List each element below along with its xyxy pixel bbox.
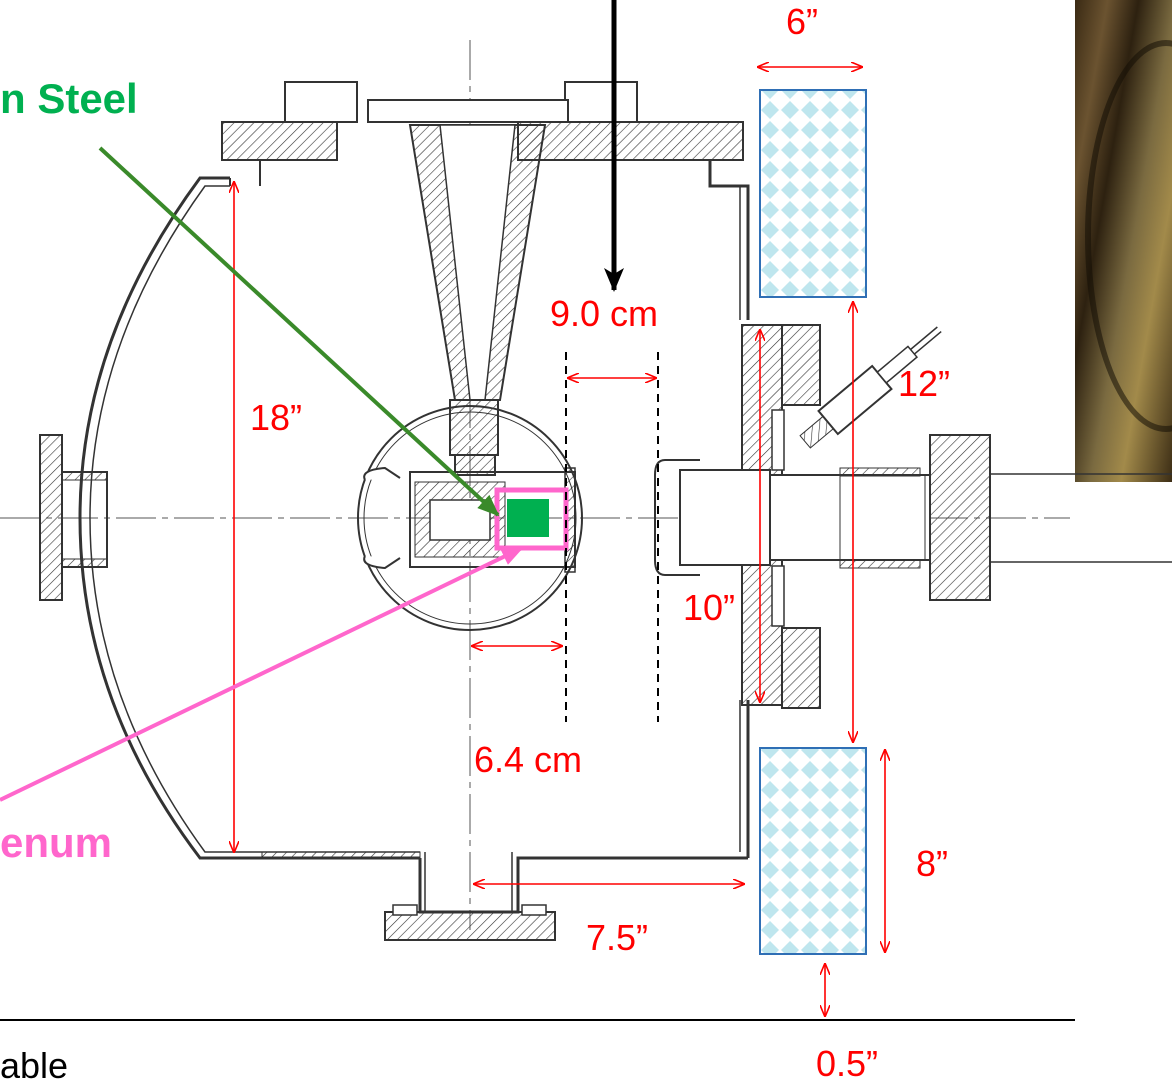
top-flange-left: [221, 121, 338, 161]
dim-label-7-5in: 7.5”: [586, 917, 649, 958]
plenum-pointer-arrow: [0, 546, 524, 802]
steel-target: [507, 499, 549, 537]
chamber-outer-wall: [78, 176, 420, 860]
dim-label-8in: 8”: [916, 843, 949, 884]
dim-label-10in: 10”: [683, 587, 736, 628]
steel-label: n Steel: [0, 75, 138, 122]
bottom-flange: [384, 911, 556, 941]
dim-label-12in: 12”: [898, 363, 951, 404]
dim-label-0-5in: 0.5”: [816, 1043, 879, 1084]
left-port-flange: [39, 434, 63, 601]
dim-label-6-4cm: 6.4 cm: [474, 739, 583, 780]
plenum-label: enum: [0, 819, 113, 866]
spherical-shield: [357, 405, 583, 631]
chamber-inner-wall: [89, 185, 420, 853]
bellows-top: [839, 467, 921, 477]
beam-pipe: [769, 474, 931, 561]
magnet-coil-bottom: [759, 747, 867, 955]
dim-label-9cm: 9.0 cm: [550, 293, 659, 334]
right-end-flange: [929, 434, 991, 601]
chamber-photo: [1075, 0, 1172, 482]
collector-cup: [654, 459, 700, 576]
top-flange-right: [517, 121, 744, 161]
cable-label: able: [0, 1045, 69, 1086]
dim-label-6in: 6”: [786, 1, 819, 42]
steel-pointer-arrow: [98, 146, 500, 517]
plenum-outline: [494, 487, 569, 551]
dim-label-18in: 18”: [250, 397, 303, 438]
bellows-bottom: [839, 559, 921, 569]
magnet-coil-top: [759, 89, 867, 298]
